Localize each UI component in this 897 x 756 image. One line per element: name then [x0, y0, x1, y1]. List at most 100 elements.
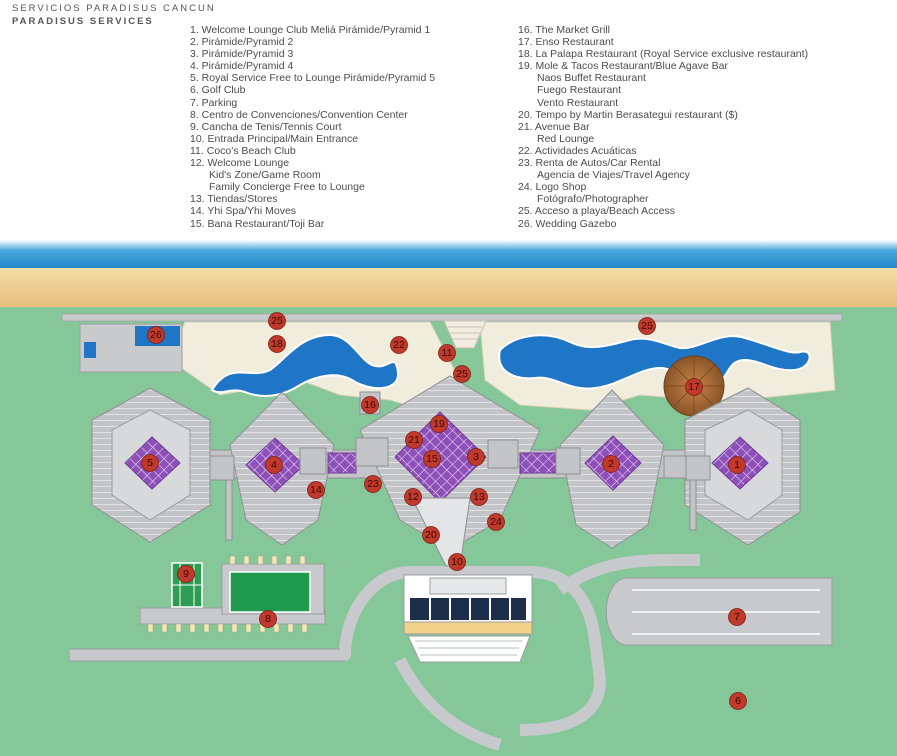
wedding-gazebo-pool [84, 342, 96, 358]
marker-26[interactable]: 26 [147, 326, 165, 344]
wedding-gazebo-area [79, 323, 183, 373]
convention-lawn [229, 571, 311, 613]
beach [0, 268, 897, 308]
marker-21[interactable]: 21 [405, 431, 423, 449]
marker-13[interactable]: 13 [470, 488, 488, 506]
marker-25[interactable]: 25 [453, 365, 471, 383]
marker-8[interactable]: 8 [259, 610, 277, 628]
map-markers: 1 2 3 4 5 6 7 8 9 10 11 12 13 14 15 16 1… [141, 312, 747, 710]
legend-item: 19. Mole & Tacos Restaurant/Blue Agave B… [518, 60, 728, 73]
marker-7[interactable]: 7 [728, 608, 746, 626]
legend-subitem: Naos Buffet Restaurant [537, 72, 646, 85]
road-network [556, 554, 700, 595]
marker-11[interactable]: 11 [438, 344, 456, 362]
legend-item: 2. Pirámide/Pyramid 2 [190, 36, 294, 49]
marker-16[interactable]: 16 [361, 396, 379, 414]
legend-subitem: Agencia de Viajes/Travel Agency [537, 169, 690, 182]
svg-text:22: 22 [393, 339, 405, 351]
svg-text:7: 7 [734, 611, 740, 623]
svg-text:19: 19 [433, 418, 445, 430]
svg-text:15: 15 [426, 453, 438, 465]
lobby-roof [410, 598, 526, 620]
marker-24[interactable]: 24 [487, 513, 505, 531]
legend-item: 17. Enso Restaurant [518, 36, 614, 49]
svg-text:18: 18 [271, 338, 283, 350]
legend-subitem: Family Concierge Free to Lounge [209, 181, 365, 194]
header-title-es: SERVICIOS PARADISUS CANCUN [12, 3, 216, 14]
marker-18[interactable]: 18 [268, 335, 286, 353]
legend-item: 11. Coco's Beach Club [190, 144, 296, 157]
lobby-forecourt [407, 635, 531, 663]
legend-item: 13. Tiendas/Stores [190, 193, 278, 206]
marker-22[interactable]: 22 [390, 336, 408, 354]
legend-item: 25. Acceso a playa/Beach Access [518, 205, 676, 218]
svg-text:1: 1 [734, 459, 740, 471]
legend-item: 16. The Market Grill [518, 24, 611, 36]
legend-item: 10. Entrada Principal/Main Entrance [190, 132, 359, 145]
connector-roof [327, 452, 357, 474]
legend-item: 4. Pirámide/Pyramid 4 [190, 60, 294, 73]
svg-text:20: 20 [425, 529, 437, 541]
legend-item: 9. Cancha de Tenis/Tennis Court [190, 120, 342, 133]
marker-1[interactable]: 1 [728, 456, 746, 474]
service-post [225, 479, 697, 541]
marker-10[interactable]: 10 [448, 553, 466, 571]
legend-column-left: 1. Welcome Lounge Club Meliá Pirámide/Py… [190, 24, 435, 230]
marker-25[interactable]: 25 [638, 317, 656, 335]
legend-item: 21. Avenue Bar [518, 120, 590, 133]
marker-6[interactable]: 6 [729, 692, 747, 710]
legend-item: 1. Welcome Lounge Club Meliá Pirámide/Py… [190, 24, 431, 36]
svg-text:24: 24 [490, 516, 502, 528]
marker-14[interactable]: 14 [307, 481, 325, 499]
marker-23[interactable]: 23 [364, 475, 382, 493]
svg-text:3: 3 [473, 451, 479, 463]
marker-15[interactable]: 15 [423, 450, 441, 468]
marker-12[interactable]: 12 [404, 488, 422, 506]
svg-text:2: 2 [608, 458, 614, 470]
legend-item: 24. Logo Shop [518, 181, 587, 194]
svg-text:26: 26 [150, 329, 162, 341]
legend-subitem: Kid's Zone/Game Room [209, 169, 321, 182]
legend-item: 23. Renta de Autos/Car Rental [518, 157, 661, 170]
svg-text:23: 23 [367, 478, 379, 490]
svg-text:16: 16 [364, 399, 376, 411]
svg-text:8: 8 [265, 613, 271, 625]
legend-subitem: Vento Restaurant [537, 96, 619, 109]
svg-text:25: 25 [641, 320, 653, 332]
parking-lanes [632, 589, 820, 635]
svg-text:10: 10 [451, 556, 463, 568]
legend-item: 6. Golf Club [190, 84, 246, 97]
header-title-en: PARADISUS SERVICES [12, 16, 154, 27]
legend-item: 18. La Palapa Restaurant (Royal Service … [518, 48, 809, 61]
legend-item: 5. Royal Service Free to Lounge Pirámide… [190, 72, 436, 85]
svg-text:14: 14 [310, 484, 322, 496]
marker-3[interactable]: 3 [467, 448, 485, 466]
marker-19[interactable]: 19 [430, 415, 448, 433]
svg-text:25: 25 [456, 368, 468, 380]
svg-text:6: 6 [735, 695, 741, 707]
marker-17[interactable]: 17 [685, 378, 703, 396]
marker-25[interactable]: 25 [268, 312, 286, 330]
marker-2[interactable]: 2 [602, 455, 620, 473]
legend-subitem: Fuego Restaurant [537, 84, 622, 97]
legend-item: 8. Centro de Convenciones/Convention Cen… [190, 108, 408, 121]
legend-subitem: Fotógrafo/Photographer [537, 193, 649, 206]
legend-column-right: 16. The Market Grill 17. Enso Restaurant… [518, 24, 808, 230]
svg-text:25: 25 [271, 315, 283, 327]
svg-text:4: 4 [271, 459, 277, 471]
legend-item: 12. Welcome Lounge [190, 157, 290, 170]
svg-text:13: 13 [473, 491, 485, 503]
marker-20[interactable]: 20 [422, 526, 440, 544]
legend-item: 3. Pirámide/Pyramid 3 [190, 48, 294, 61]
marker-9[interactable]: 9 [177, 565, 195, 583]
beach-walkway [61, 313, 843, 322]
svg-text:9: 9 [183, 568, 189, 580]
marker-4[interactable]: 4 [265, 456, 283, 474]
legend-item: 22. Actividades Acuáticas [518, 144, 637, 157]
legend-item: 14. Yhi Spa/Yhi Moves [190, 205, 297, 218]
svg-text:21: 21 [408, 434, 420, 446]
legend-item: 20. Tempo by Martin Berasategui restaura… [518, 108, 738, 121]
pool-right [498, 334, 811, 390]
svg-text:17: 17 [688, 381, 700, 393]
marker-5[interactable]: 5 [141, 454, 159, 472]
